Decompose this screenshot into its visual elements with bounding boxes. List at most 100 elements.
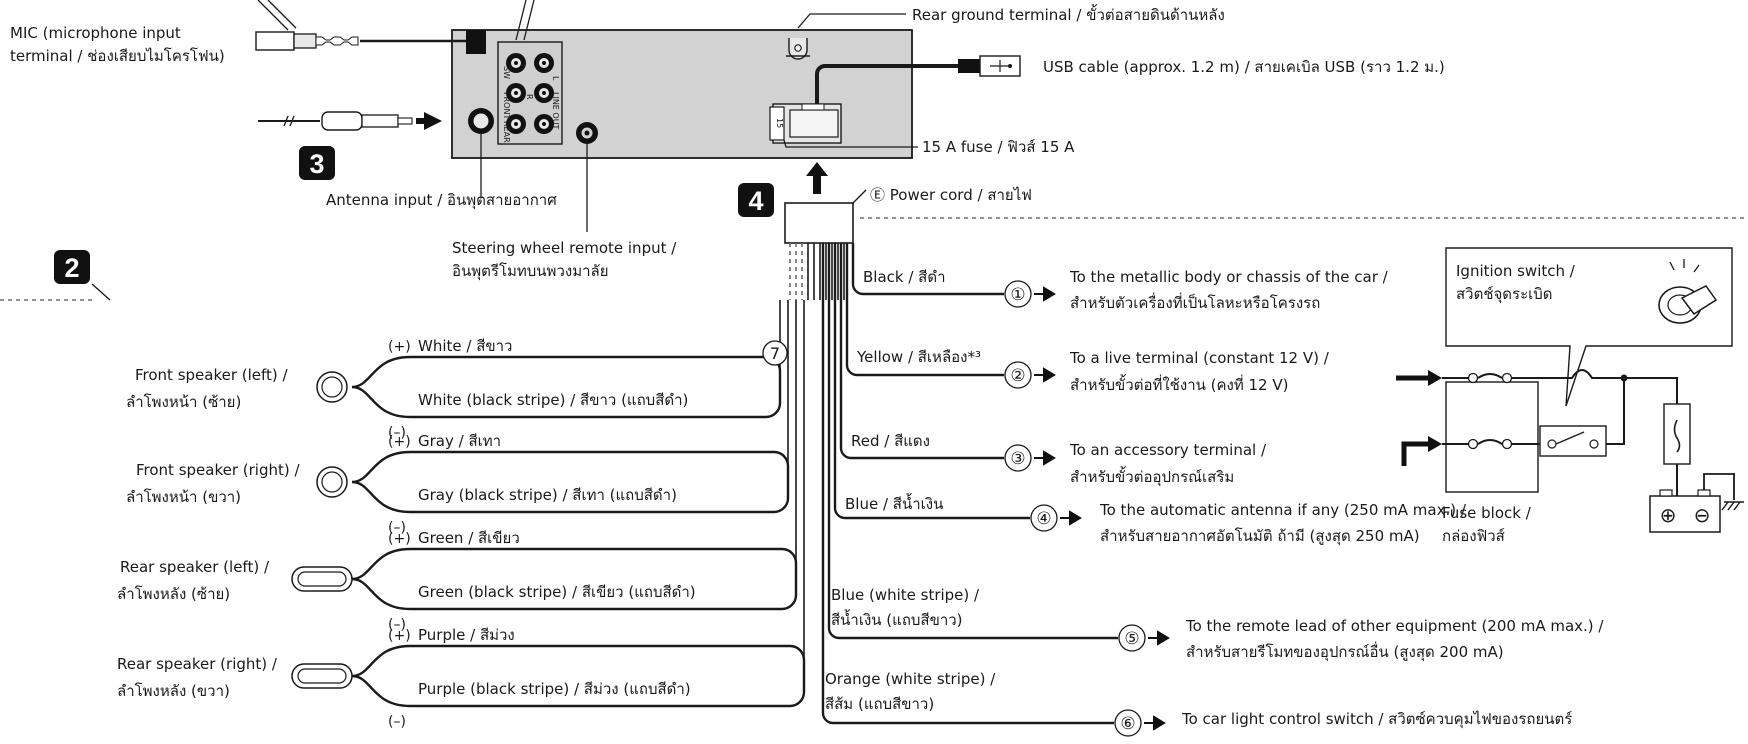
wire-destination-label: To the remote lead of other equipment (2… — [1185, 617, 1604, 635]
wire-number-circle — [1004, 361, 1032, 389]
wire-destination-label: To car light control switch / สวิตซ์ควบค… — [1181, 710, 1572, 729]
wire-number-circle — [1118, 624, 1146, 652]
wire-number: ② — [1010, 366, 1025, 386]
speaker-label-line2: ลำโพงหน้า (ซ้าย) — [126, 393, 241, 411]
usb-cable-line — [815, 64, 958, 104]
polarity-minus: (–) — [388, 714, 406, 730]
steering-remote-jack — [576, 122, 598, 144]
speaker-icon — [291, 566, 353, 592]
fuse-block-schematic: Fuse block / กล่องฟิวส์ ⊕ ⊖ — [1396, 369, 1744, 545]
wire-destination-label: สำหรับสายรีโมทของอุปกรณ์อื่น (สูงสุด 200… — [1186, 641, 1504, 662]
speaker-group-4: Rear speaker (right) / ลำโพงหลัง (ขวา) (+)… — [117, 300, 806, 730]
wire-color-label: สีน้ำเงิน (แถบสีขาว) — [831, 609, 963, 629]
speaker-bracket — [351, 644, 411, 708]
speaker-wire-pair — [410, 547, 798, 611]
speaker-bracket — [351, 355, 411, 419]
speaker-label-line1: Rear speaker (right) / — [117, 655, 278, 673]
antenna-plug-icon — [258, 111, 413, 131]
polarity-plus: (+) — [388, 531, 411, 547]
polarity-minus: (–) — [388, 425, 406, 441]
mic-jack — [466, 30, 486, 54]
wire-number: ④ — [1036, 509, 1051, 529]
polarity-plus: (+) — [388, 628, 411, 644]
fuse-block-box — [1445, 381, 1539, 493]
wire-line — [827, 243, 1118, 640]
wire-color-label: สีส้ม (แถบสีขาว) — [825, 695, 934, 713]
rca-label-l: L — [551, 76, 560, 81]
wire-number-circle — [1030, 504, 1058, 532]
wire-number-circle — [1114, 709, 1142, 737]
speaker-bracket — [351, 547, 411, 611]
speaker-pos-wire-label: White / สีขาว — [418, 337, 512, 355]
speaker-neg-wire-label: Purple (black stripe) / สีม่วง (แถบสีดำ) — [418, 680, 691, 698]
speaker-pos-wire-label: Purple / สีม่วง — [418, 626, 515, 644]
antenna-arrow-icon — [416, 112, 442, 130]
wire-destination-label: To the automatic antenna if any (250 mA … — [1099, 501, 1467, 519]
svg-text:2: 2 — [64, 253, 79, 283]
polarity-plus: (+) — [388, 339, 411, 355]
wire-destination-label: To the metallic body or chassis of the c… — [1069, 268, 1389, 286]
wire-color-label: Blue (white stripe) / — [831, 586, 980, 604]
speaker-group-1: Front speaker (left) / ลำโพงหน้า (ซ้าย) (+… — [126, 300, 782, 441]
speaker-bracket — [351, 450, 411, 514]
antenna-input-label: Antenna input / อินพุตสายอากาศ — [326, 191, 557, 210]
wire-number: ③ — [1010, 449, 1025, 469]
rca-label-sw: SW — [502, 66, 511, 79]
rear-ground-label: Rear ground terminal / ขั้วต่อสายดินด้าน… — [912, 4, 1225, 24]
rca-label-rear: REAR — [502, 121, 511, 143]
battery-minus: ⊖ — [1694, 503, 1711, 527]
ignition-key-icon — [1658, 259, 1718, 324]
power-wire-2: ② Yellow / สีเหลือง*³ To a live terminal (… — [845, 243, 1330, 394]
rca-leader-b — [523, 0, 535, 41]
speaker-icon — [316, 466, 348, 498]
speaker-label-line2: ลำโพงหลัง (ขวา) — [117, 682, 230, 700]
wire-line — [851, 243, 1004, 296]
fuse-block-label-line1: Fuse block / — [1442, 504, 1532, 522]
speaker-group-3: Rear speaker (left) / ลำโพงหลัง (ซ้าย) (+)… — [117, 300, 798, 633]
speaker-pos-wire-label: Green / สีเขียว — [418, 529, 520, 547]
speaker-wire-pair — [410, 644, 806, 708]
svg-text:3: 3 — [309, 149, 324, 179]
wire-arrow-icon — [1034, 367, 1056, 383]
speaker-icon — [316, 371, 348, 403]
speaker-cone — [321, 471, 343, 493]
wire-destination-label: สำหรับสายอากาศอัตโนมัติ ถ้ามี (สูงสุด 25… — [1100, 527, 1420, 546]
badge-2-leader — [91, 283, 111, 301]
fuse-value: 15 — [775, 118, 784, 128]
steering-label-line1: Steering wheel remote input / — [452, 239, 677, 257]
step-badge-3: 3 — [299, 146, 335, 180]
wire-destination-label: To a live terminal (constant 12 V) / — [1069, 349, 1330, 367]
usb-cable-label: USB cable (approx. 1.2 m) / สายเคเบิล US… — [1043, 58, 1445, 76]
power-cord-leader — [852, 189, 867, 204]
wire-color-label: Yellow / สีเหลือง*³ — [856, 348, 981, 366]
polarity-plus: (+) — [388, 434, 411, 450]
rca-jack-pin — [514, 122, 518, 126]
rca-jack-pin — [542, 91, 546, 95]
wire-number: ⑥ — [1120, 714, 1135, 734]
step-badge-4: 4 — [738, 183, 774, 217]
speaker-label-line1: Rear speaker (left) / — [120, 558, 270, 576]
wire-arrow-icon — [1060, 510, 1082, 526]
speaker-cone — [297, 571, 347, 587]
speaker-label-line1: Front speaker (left) / — [135, 366, 289, 384]
wire-number-circle — [1004, 444, 1032, 472]
speaker-label-line1: Front speaker (right) / — [136, 461, 300, 479]
speaker-label-line2: ลำโพงหลัง (ซ้าย) — [117, 585, 230, 603]
ignition-label-line1: Ignition switch / — [1456, 262, 1576, 280]
rca-jack-pin — [514, 61, 518, 65]
polarity-minus: (–) — [388, 520, 406, 536]
wire-destination-label: สำหรับขั้วต่ออุปกรณ์เสริม — [1070, 466, 1234, 487]
ignition-label-line2: สวิตช์จุดระเบิด — [1456, 285, 1553, 304]
rca-label-r: R — [525, 94, 534, 100]
rear-ground-terminal-icon — [786, 38, 810, 60]
speaker-group-2: Front speaker (right) /ลำโพงหน้า (ขวา)(+… — [126, 300, 790, 536]
antenna-socket — [468, 108, 494, 134]
wire-line — [845, 243, 1004, 377]
mic-leader-a — [257, 0, 289, 31]
